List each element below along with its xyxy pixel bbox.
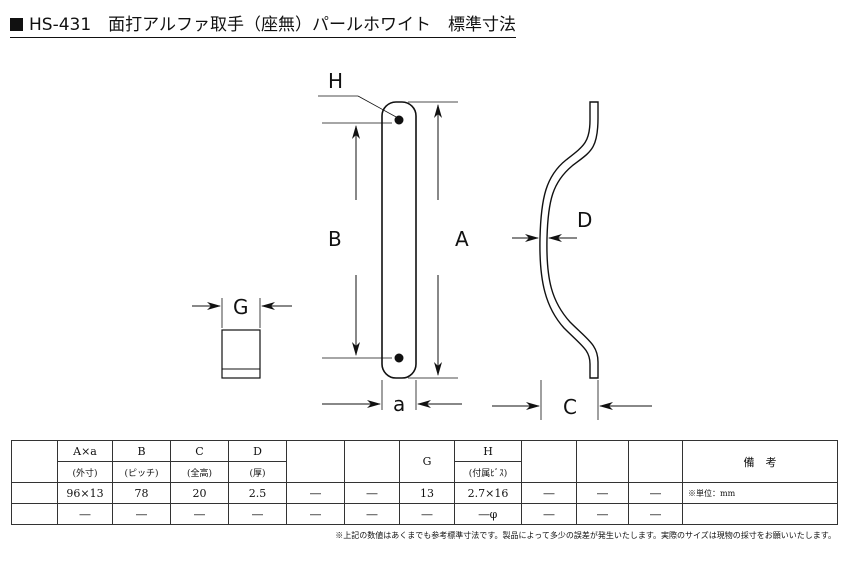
col-subheader: (ピッチ) — [112, 461, 171, 483]
col-header — [521, 440, 577, 483]
handle-front-outline — [381, 101, 417, 379]
table-cell: 2.7×16 — [454, 482, 522, 504]
remarks-header: 備 考 — [682, 440, 838, 483]
table-cell: 13 — [399, 482, 455, 504]
table-cell: ― — [521, 503, 577, 525]
remarks-cell: ※単位：mm — [682, 482, 838, 504]
table-cell: ― — [286, 503, 345, 525]
table-cell: ― — [57, 503, 113, 525]
table-corner-cell — [11, 440, 58, 483]
spec-table: A×a B C D G H 備 考 (外寸) (ピッチ) (全高) (厚) (付… — [11, 440, 838, 525]
table-cell: ― — [228, 503, 287, 525]
label-g: G — [233, 295, 249, 319]
col-header — [628, 440, 683, 483]
table-cell: ― — [399, 503, 455, 525]
remarks-cell — [682, 503, 838, 525]
square-bullet-icon — [10, 18, 23, 31]
footnote: ※上記の数値はあくまでも参考標準寸法です。製品によって多少の誤差が発生いたします… — [335, 531, 836, 540]
table-cell: 96×13 — [57, 482, 113, 504]
table-header-row: A×a B C D G H 備 考 — [11, 440, 838, 483]
g-block — [221, 329, 261, 379]
table-cell: ― — [286, 482, 345, 504]
col-subheader: (厚) — [228, 461, 287, 483]
handle-side-profile — [539, 101, 599, 379]
dimension-drawing: H B A G D a C — [192, 69, 652, 420]
label-a: A — [455, 227, 469, 251]
table-cell: ―φ — [454, 503, 522, 525]
col-header: A×a — [57, 440, 113, 462]
col-subheader: (付属ﾋﾞｽ) — [454, 461, 522, 483]
col-subheader: (全高) — [170, 461, 229, 483]
screw-hole-bottom — [394, 353, 404, 363]
table-cell: ― — [521, 482, 577, 504]
title-text: HS-431 面打アルファ取手（座無）パールホワイト 標準寸法 — [29, 15, 516, 35]
table-cell: ― — [576, 503, 629, 525]
col-subheader: (外寸) — [57, 461, 113, 483]
col-header — [286, 440, 345, 483]
page-title: HS-431 面打アルファ取手（座無）パールホワイト 標準寸法 — [10, 14, 516, 38]
label-d: D — [577, 208, 592, 232]
table-cell: ― — [576, 482, 629, 504]
table-row: 96×13 78 20 2.5 ― ― 13 2.7×16 ― ― ― ※単位：… — [11, 482, 838, 504]
col-header: G — [399, 440, 455, 483]
table-cell: ― — [344, 503, 400, 525]
label-c: C — [563, 395, 577, 419]
table-cell: 78 — [112, 482, 171, 504]
table-cell: 2.5 — [228, 482, 287, 504]
col-header: C — [170, 440, 229, 462]
label-h: H — [328, 69, 343, 93]
table-cell: ― — [112, 503, 171, 525]
table-cell: ― — [344, 482, 400, 504]
row-label-cell — [11, 482, 58, 504]
table-row: ― ― ― ― ― ― ― ―φ ― ― ― — [11, 503, 838, 525]
table-cell: 20 — [170, 482, 229, 504]
screw-hole-top — [394, 115, 404, 125]
col-header — [576, 440, 629, 483]
label-small-a: a — [393, 392, 405, 416]
table-cell: ― — [170, 503, 229, 525]
row-label-cell — [11, 503, 58, 525]
table-cell: ― — [628, 482, 683, 504]
col-header: H — [454, 440, 522, 462]
col-header — [344, 440, 400, 483]
table-cell: ― — [628, 503, 683, 525]
label-b: B — [328, 227, 342, 251]
col-header: D — [228, 440, 287, 462]
col-header: B — [112, 440, 171, 462]
